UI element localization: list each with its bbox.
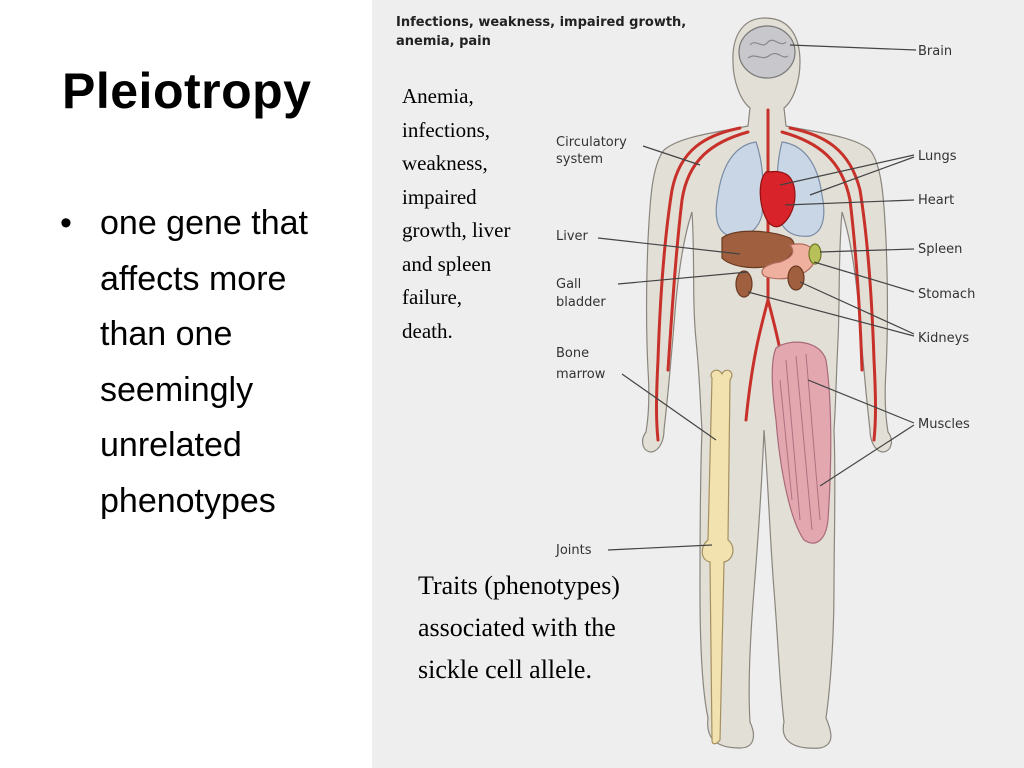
- leader-lines: [597, 44, 917, 551]
- figure-caption: Infections, weakness, impaired growth, a…: [396, 15, 687, 49]
- traits-textbox: Traits (phenotypes) associated with the …: [418, 571, 620, 684]
- label-joints: Joints: [555, 543, 592, 558]
- vessel-left-arm: [655, 126, 742, 442]
- left-kidney: [735, 270, 753, 298]
- label-heart: Heart: [918, 193, 954, 208]
- label-circulatory-line2: system: [556, 152, 603, 167]
- right-kidney: [787, 265, 805, 291]
- label-stomach: Stomach: [918, 287, 975, 302]
- label-lungs: Lungs: [918, 149, 957, 164]
- label-circulatory-line1: Circulatory: [556, 135, 627, 150]
- label-bone-line1: Bone: [556, 346, 589, 361]
- label-gall-line2: bladder: [556, 295, 606, 310]
- bullet-glyph: •: [60, 204, 72, 242]
- effects-textbox: Anemia, infections, weakness, impaired g…: [402, 84, 511, 343]
- femur-bone: [701, 369, 734, 745]
- spleen: [808, 243, 822, 265]
- body-diagram: Circulatory system Liver Gall bladder Bo…: [555, 17, 975, 749]
- label-brain: Brain: [918, 44, 952, 59]
- label-muscles: Muscles: [918, 417, 970, 432]
- thigh-muscle: [771, 341, 832, 544]
- label-kidneys: Kidneys: [918, 331, 969, 346]
- brain: [738, 25, 796, 79]
- vessel-right-arm: [788, 126, 877, 442]
- vessel-right-arm-2: [780, 130, 864, 372]
- muscle-fibers: [779, 353, 821, 531]
- anatomy-figure: Circulatory system Liver Gall bladder Bo…: [372, 0, 1024, 768]
- label-gall-line1: Gall: [556, 277, 581, 292]
- vessel-left-arm-2: [666, 130, 750, 372]
- label-liver: Liver: [556, 229, 589, 244]
- label-spleen: Spleen: [918, 242, 962, 257]
- heart: [759, 170, 796, 228]
- bullet-text: one gene that affects more than one seem…: [100, 204, 308, 520]
- slide-title: Pleiotropy: [62, 63, 312, 119]
- label-bone-line2: marrow: [556, 367, 606, 382]
- brain-folds: [747, 39, 789, 59]
